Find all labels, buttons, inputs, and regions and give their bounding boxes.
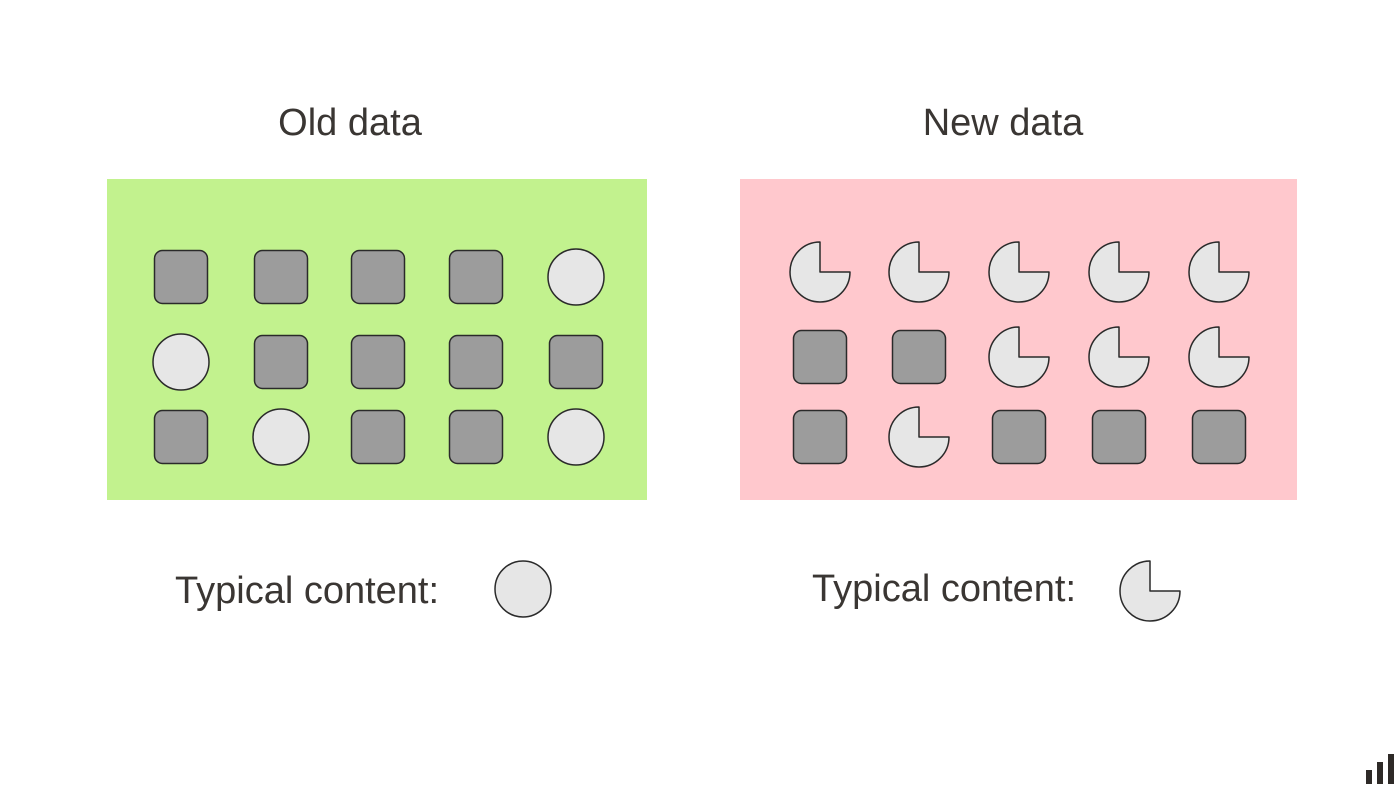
new-item-r2-c2-square xyxy=(891,329,947,385)
new-item-r1-c3-pie xyxy=(988,241,1050,303)
new-item-r1-c4-pie xyxy=(1088,241,1150,303)
bar-chart-icon xyxy=(1366,754,1394,784)
old-item-r3-c5-circle xyxy=(547,408,605,466)
old-item-r2-c3-square xyxy=(350,334,406,390)
new-item-r3-c4-square xyxy=(1091,409,1147,465)
old-item-r1-c2-square xyxy=(253,249,309,305)
logo-bar-3 xyxy=(1388,754,1394,784)
old-item-r1-c3-square xyxy=(350,249,406,305)
old-typical-content-circle xyxy=(494,560,552,618)
new-item-r3-c1-square xyxy=(792,409,848,465)
new-typical-content-pie xyxy=(1119,560,1181,622)
old-item-r2-c1-circle xyxy=(152,333,210,391)
logo-bar-1 xyxy=(1366,770,1372,784)
old-item-r2-c4-square xyxy=(448,334,504,390)
old-typical-content-caption: Typical content: xyxy=(175,570,440,612)
new-typical-content-caption: Typical content: xyxy=(812,568,1077,610)
old-item-r3-c2-circle xyxy=(252,408,310,466)
new-item-r2-c4-pie xyxy=(1088,326,1150,388)
new-data-title: New data xyxy=(922,102,1084,144)
old-item-r1-c5-circle xyxy=(547,248,605,306)
new-item-r2-c1-square xyxy=(792,329,848,385)
old-item-r3-c3-square xyxy=(350,409,406,465)
new-item-r3-c5-square xyxy=(1191,409,1247,465)
new-item-r1-c2-pie xyxy=(888,241,950,303)
old-item-r3-c4-square xyxy=(448,409,504,465)
new-item-r3-c2-pie xyxy=(888,406,950,468)
logo-bar-2 xyxy=(1377,762,1383,784)
old-item-r1-c4-square xyxy=(448,249,504,305)
new-item-r1-c1-pie xyxy=(789,241,851,303)
new-item-r3-c3-square xyxy=(991,409,1047,465)
old-data-title: Old data xyxy=(278,102,422,144)
new-item-r2-c5-pie xyxy=(1188,326,1250,388)
old-item-r2-c2-square xyxy=(253,334,309,390)
old-item-r2-c5-square xyxy=(548,334,604,390)
new-item-r1-c5-pie xyxy=(1188,241,1250,303)
old-item-r3-c1-square xyxy=(153,409,209,465)
new-item-r2-c3-pie xyxy=(988,326,1050,388)
old-item-r1-c1-square xyxy=(153,249,209,305)
